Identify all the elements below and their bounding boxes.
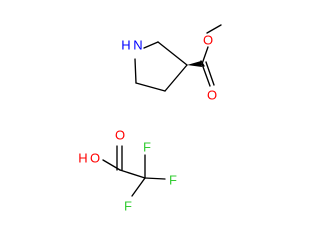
atom-label-o-acid-carbonyl: O <box>115 128 125 143</box>
pyrrolidine-ester-molecule: H N O O <box>121 24 222 103</box>
bond-c2-c3 <box>157 41 188 66</box>
atom-label-f-top: F <box>143 140 151 155</box>
stereo-wedge-bond <box>187 61 202 67</box>
structure-diagram: H N O O O H O F F F <box>78 24 222 214</box>
bond-n-c2 <box>143 41 159 49</box>
bond-c3-c4 <box>164 64 188 92</box>
bond-c-o-double-1 <box>201 63 211 87</box>
bond-c4-c5 <box>135 82 166 92</box>
bond-c-f-bottom <box>131 177 146 197</box>
atom-label-f-right: F <box>169 173 177 188</box>
atom-label-o-carbonyl: O <box>207 88 217 103</box>
atom-label-h-n: H <box>121 38 130 53</box>
bond-o-methyl <box>206 24 222 34</box>
bond-acid-c-oh <box>102 159 121 171</box>
atom-label-o-ester: O <box>203 33 213 48</box>
trifluoroacetic-acid-molecule: O H O F F F <box>78 128 177 214</box>
atom-label-n: N <box>133 38 142 53</box>
bond-c-o-double-2 <box>205 61 215 86</box>
atom-label-o-hydroxyl: O <box>90 151 100 166</box>
atom-label-h-acid: H <box>78 151 87 166</box>
bond-c-o-ester <box>201 46 209 65</box>
bond-c-cf3 <box>119 169 146 179</box>
bond-c5-n <box>134 58 137 84</box>
atom-label-f-bottom: F <box>124 199 132 214</box>
bond-c-f-right <box>144 177 166 180</box>
